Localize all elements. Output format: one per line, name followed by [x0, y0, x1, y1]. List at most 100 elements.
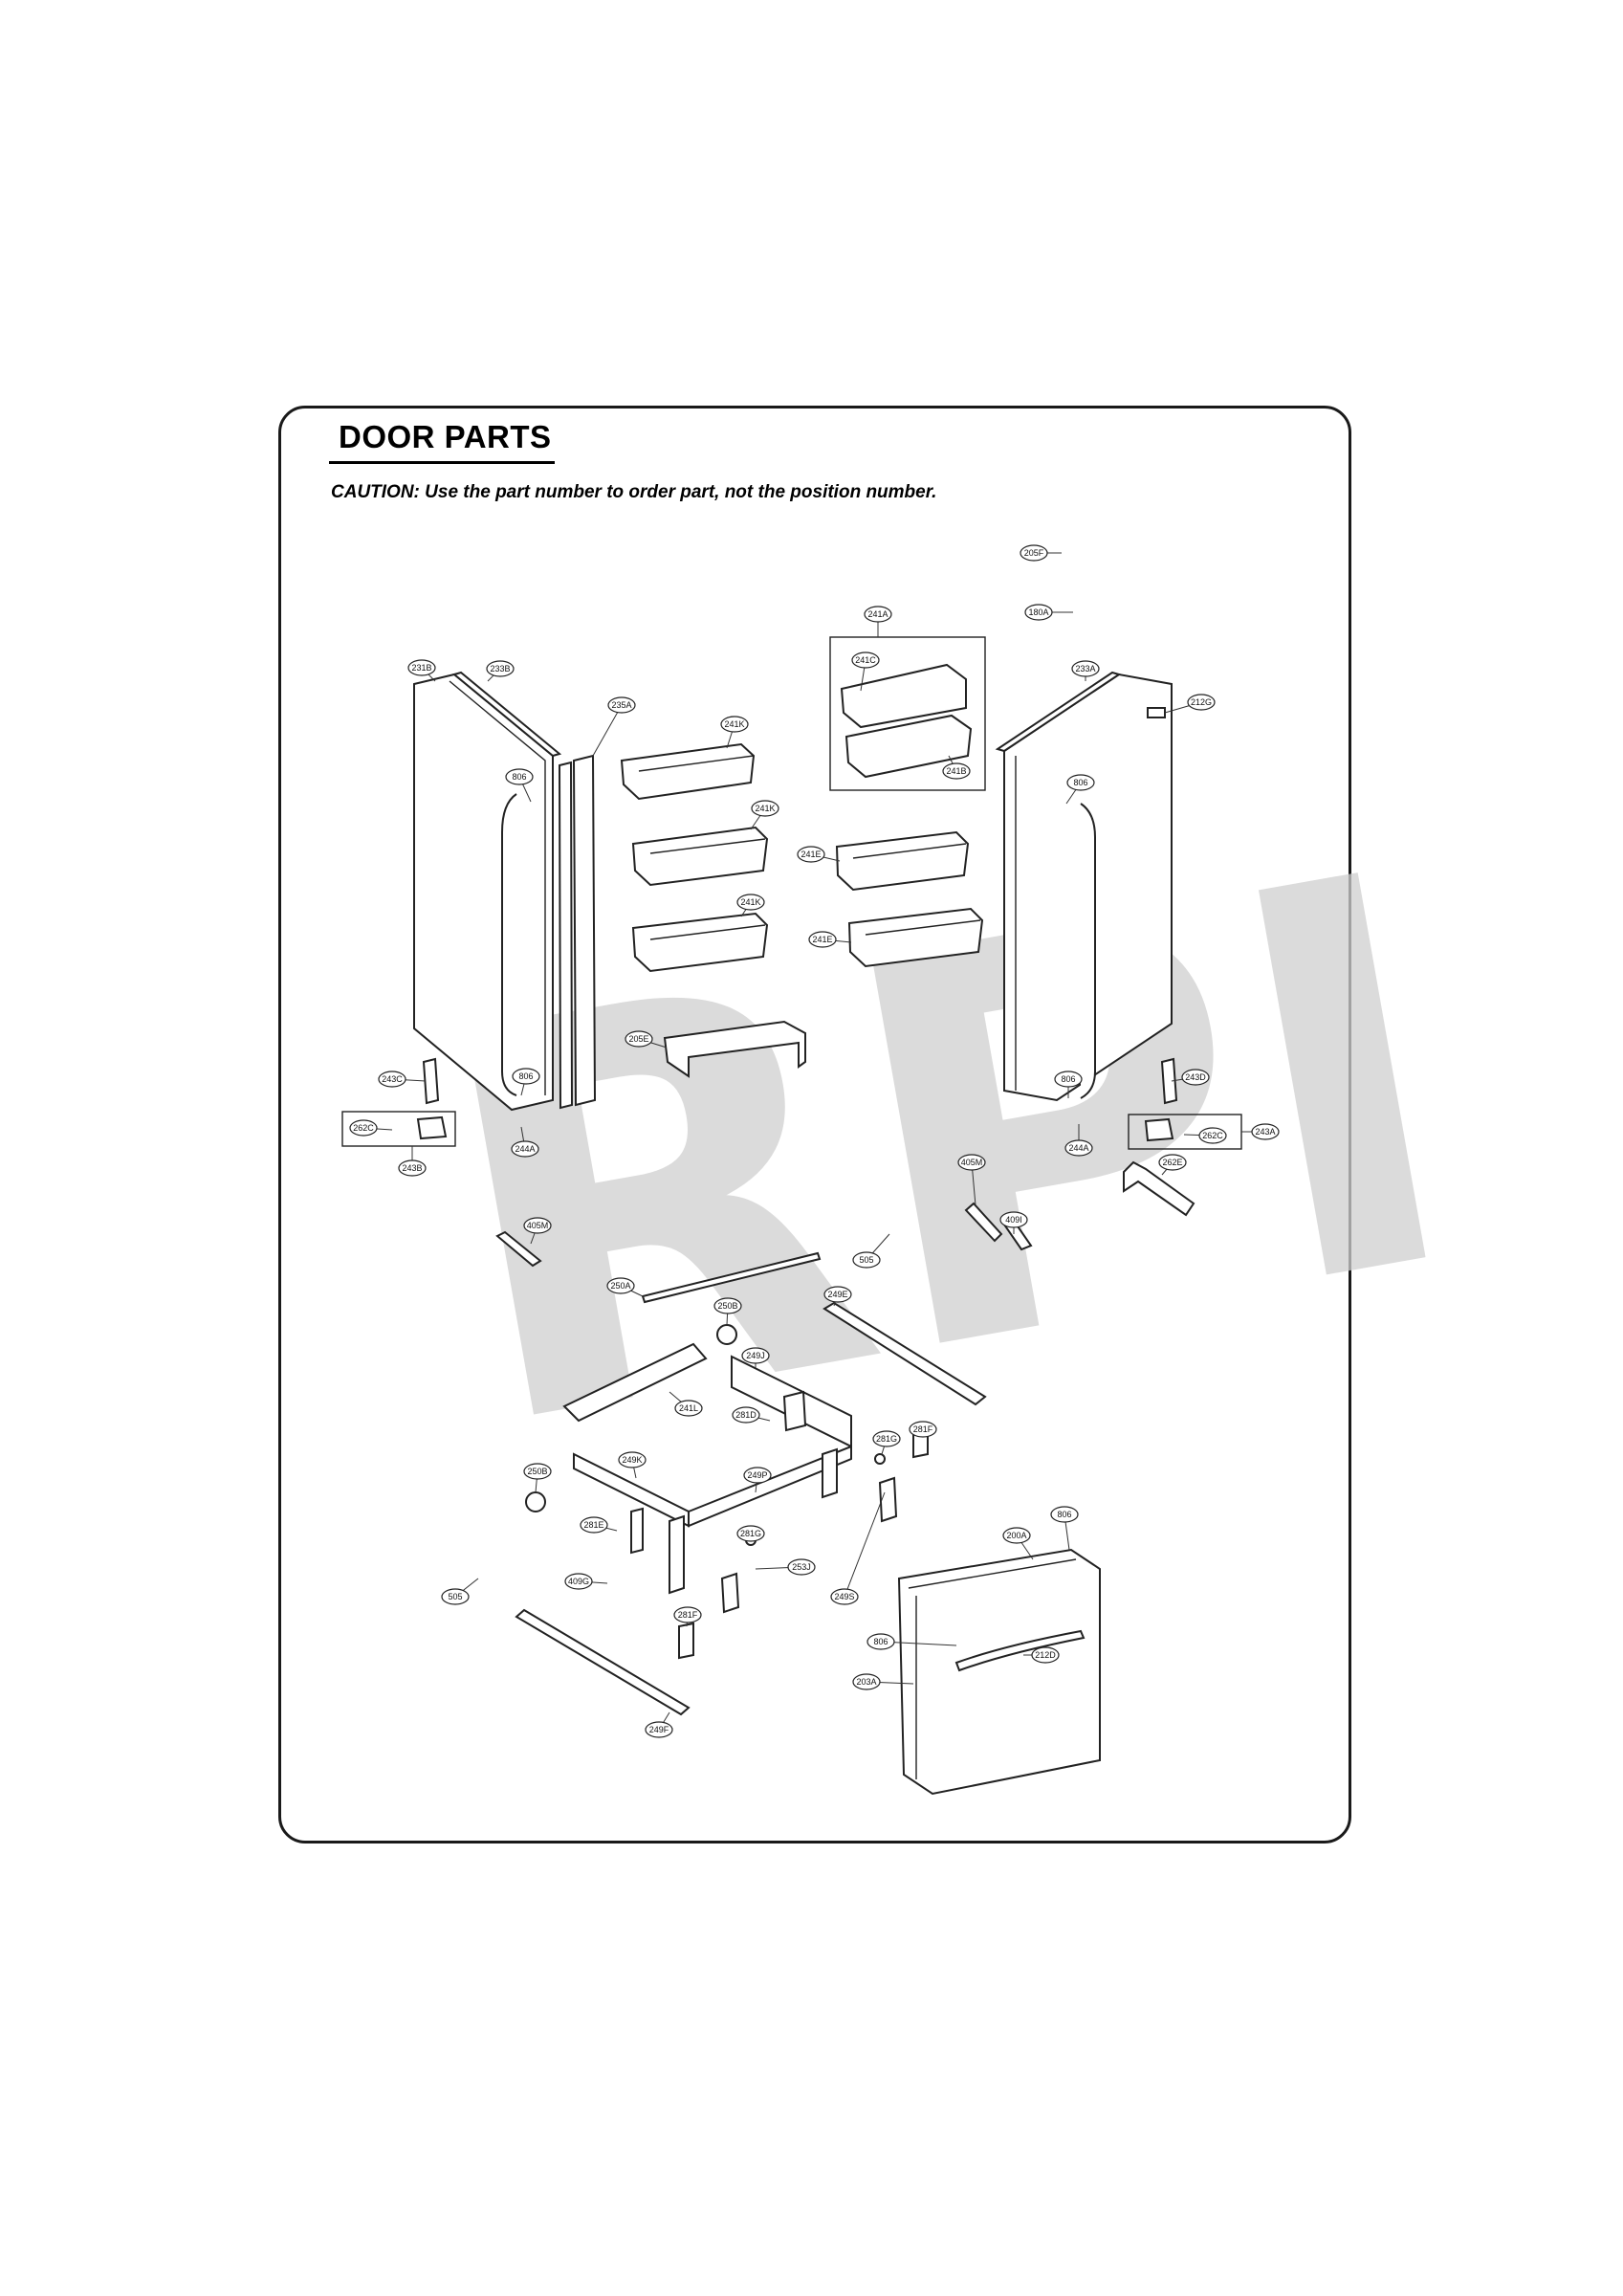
door-bins	[620, 742, 984, 1078]
callout-bubble	[607, 696, 636, 714]
callout-249p: 249P	[743, 1467, 772, 1493]
callout-235a: 235A	[592, 696, 636, 757]
callout-249j: 249J	[741, 1347, 770, 1368]
callout-241c: 241C	[851, 651, 880, 692]
callout-label: 409G	[568, 1577, 589, 1586]
callout-bubble	[349, 1119, 378, 1137]
callout-bubble	[407, 659, 436, 676]
callout-label: 806	[512, 772, 526, 782]
callout-bubble	[797, 846, 825, 863]
callout-241l: 241L	[669, 1391, 703, 1417]
callout-bubble	[1050, 1506, 1079, 1523]
callout-label: 505	[448, 1592, 462, 1601]
callout-806-3: 806	[512, 1068, 540, 1096]
callout-bubble	[378, 1071, 406, 1088]
callout-241k-3: 241K	[736, 894, 765, 917]
callout-409i: 409I	[999, 1211, 1028, 1234]
callout-233a: 233A	[1071, 660, 1100, 681]
callout-label: 250B	[527, 1467, 547, 1476]
title-underline	[329, 461, 555, 464]
callout-bubble	[743, 1467, 772, 1484]
callout-label: 262E	[1162, 1158, 1182, 1167]
callout-bubble	[1002, 1527, 1031, 1544]
callout-bubble	[741, 1347, 770, 1364]
callout-label: 281E	[583, 1520, 603, 1530]
callout-label: 250B	[717, 1301, 737, 1311]
callout-bubble	[736, 894, 765, 911]
callout-244a-1: 244A	[511, 1126, 539, 1158]
callout-bubble	[1024, 604, 1053, 621]
callout-bubble	[505, 768, 534, 785]
callout-label: 212D	[1035, 1650, 1056, 1660]
callout-205e: 205E	[625, 1030, 668, 1049]
callout-label: 262C	[353, 1123, 374, 1133]
callout-label: 249S	[834, 1592, 854, 1601]
callout-label: 233A	[1075, 664, 1095, 673]
callout-bubble	[511, 1140, 539, 1158]
callout-bubble	[1251, 1123, 1280, 1140]
callout-label: 241L	[679, 1403, 698, 1413]
callout-label: 806	[1057, 1510, 1071, 1519]
callout-label: 235A	[611, 700, 631, 710]
callout-label: 281G	[740, 1529, 761, 1538]
callout-281g-2: 281G	[736, 1525, 765, 1542]
callout-bubble	[674, 1400, 703, 1417]
callout-label: 244A	[515, 1144, 535, 1154]
callout-label: 205E	[628, 1034, 648, 1044]
callout-label: 409I	[1005, 1215, 1022, 1225]
callout-label: 281F	[678, 1610, 698, 1620]
callout-label: 231B	[411, 663, 431, 673]
callout-262e: 262E	[1158, 1154, 1187, 1176]
callout-bubble	[713, 1297, 742, 1314]
callout-bubble	[864, 606, 892, 623]
freezer-drawer-door	[897, 1548, 1101, 1796]
callout-label: 806	[873, 1637, 888, 1646]
callout-bubble	[736, 1525, 765, 1542]
callout-label: 241C	[855, 655, 876, 665]
callout-bubble	[618, 1451, 647, 1468]
callout-243d: 243D	[1171, 1069, 1210, 1086]
callout-label: 244A	[1068, 1143, 1088, 1153]
callout-249f: 249F	[645, 1711, 673, 1738]
callout-label: 241B	[946, 766, 966, 776]
callout-bubble	[720, 716, 749, 733]
callout-241b: 241B	[942, 755, 971, 780]
callout-label: 203A	[856, 1677, 876, 1687]
callout-249k: 249K	[618, 1451, 647, 1479]
callout-262c-1: 262C	[349, 1119, 393, 1137]
callout-label: 243C	[382, 1074, 403, 1084]
callout-label: 281F	[913, 1424, 933, 1434]
callout-505-2: 505	[441, 1578, 479, 1605]
callout-label: 806	[518, 1071, 533, 1081]
callout-bubble	[732, 1406, 760, 1424]
callout-label: 243D	[1185, 1072, 1206, 1082]
callout-200a: 200A	[1002, 1527, 1034, 1560]
callout-bubble	[1031, 1646, 1060, 1664]
callout-label: 405M	[527, 1221, 549, 1230]
callout-243b: 243B	[398, 1146, 427, 1177]
callout-bubble	[1054, 1071, 1083, 1088]
callout-244a-2: 244A	[1064, 1124, 1093, 1157]
callout-bubble	[1064, 1139, 1093, 1157]
callout-bubble	[787, 1558, 816, 1576]
callout-bubble	[823, 1286, 852, 1303]
callout-180a: 180A	[1024, 604, 1073, 621]
callout-249e: 249E	[823, 1286, 852, 1307]
callout-241e-1: 241E	[797, 846, 841, 863]
callout-241k-2: 241K	[750, 800, 779, 830]
callout-bubble	[1020, 544, 1048, 562]
callout-leader-line	[592, 704, 623, 757]
callout-249s: 249S	[830, 1491, 886, 1605]
callout-bubble	[523, 1463, 552, 1480]
callout-label: 241K	[755, 804, 775, 813]
callout-label: 233B	[490, 664, 510, 673]
callout-bubble	[673, 1606, 702, 1623]
callout-250a: 250A	[606, 1277, 644, 1297]
page-title: DOOR PARTS	[339, 419, 552, 454]
callout-bubble	[486, 660, 515, 677]
callout-bubble	[866, 1633, 895, 1650]
callout-bubble	[872, 1430, 901, 1447]
callout-bubble	[830, 1588, 859, 1605]
callout-label: 241E	[801, 850, 821, 859]
callout-bubble	[942, 762, 971, 780]
